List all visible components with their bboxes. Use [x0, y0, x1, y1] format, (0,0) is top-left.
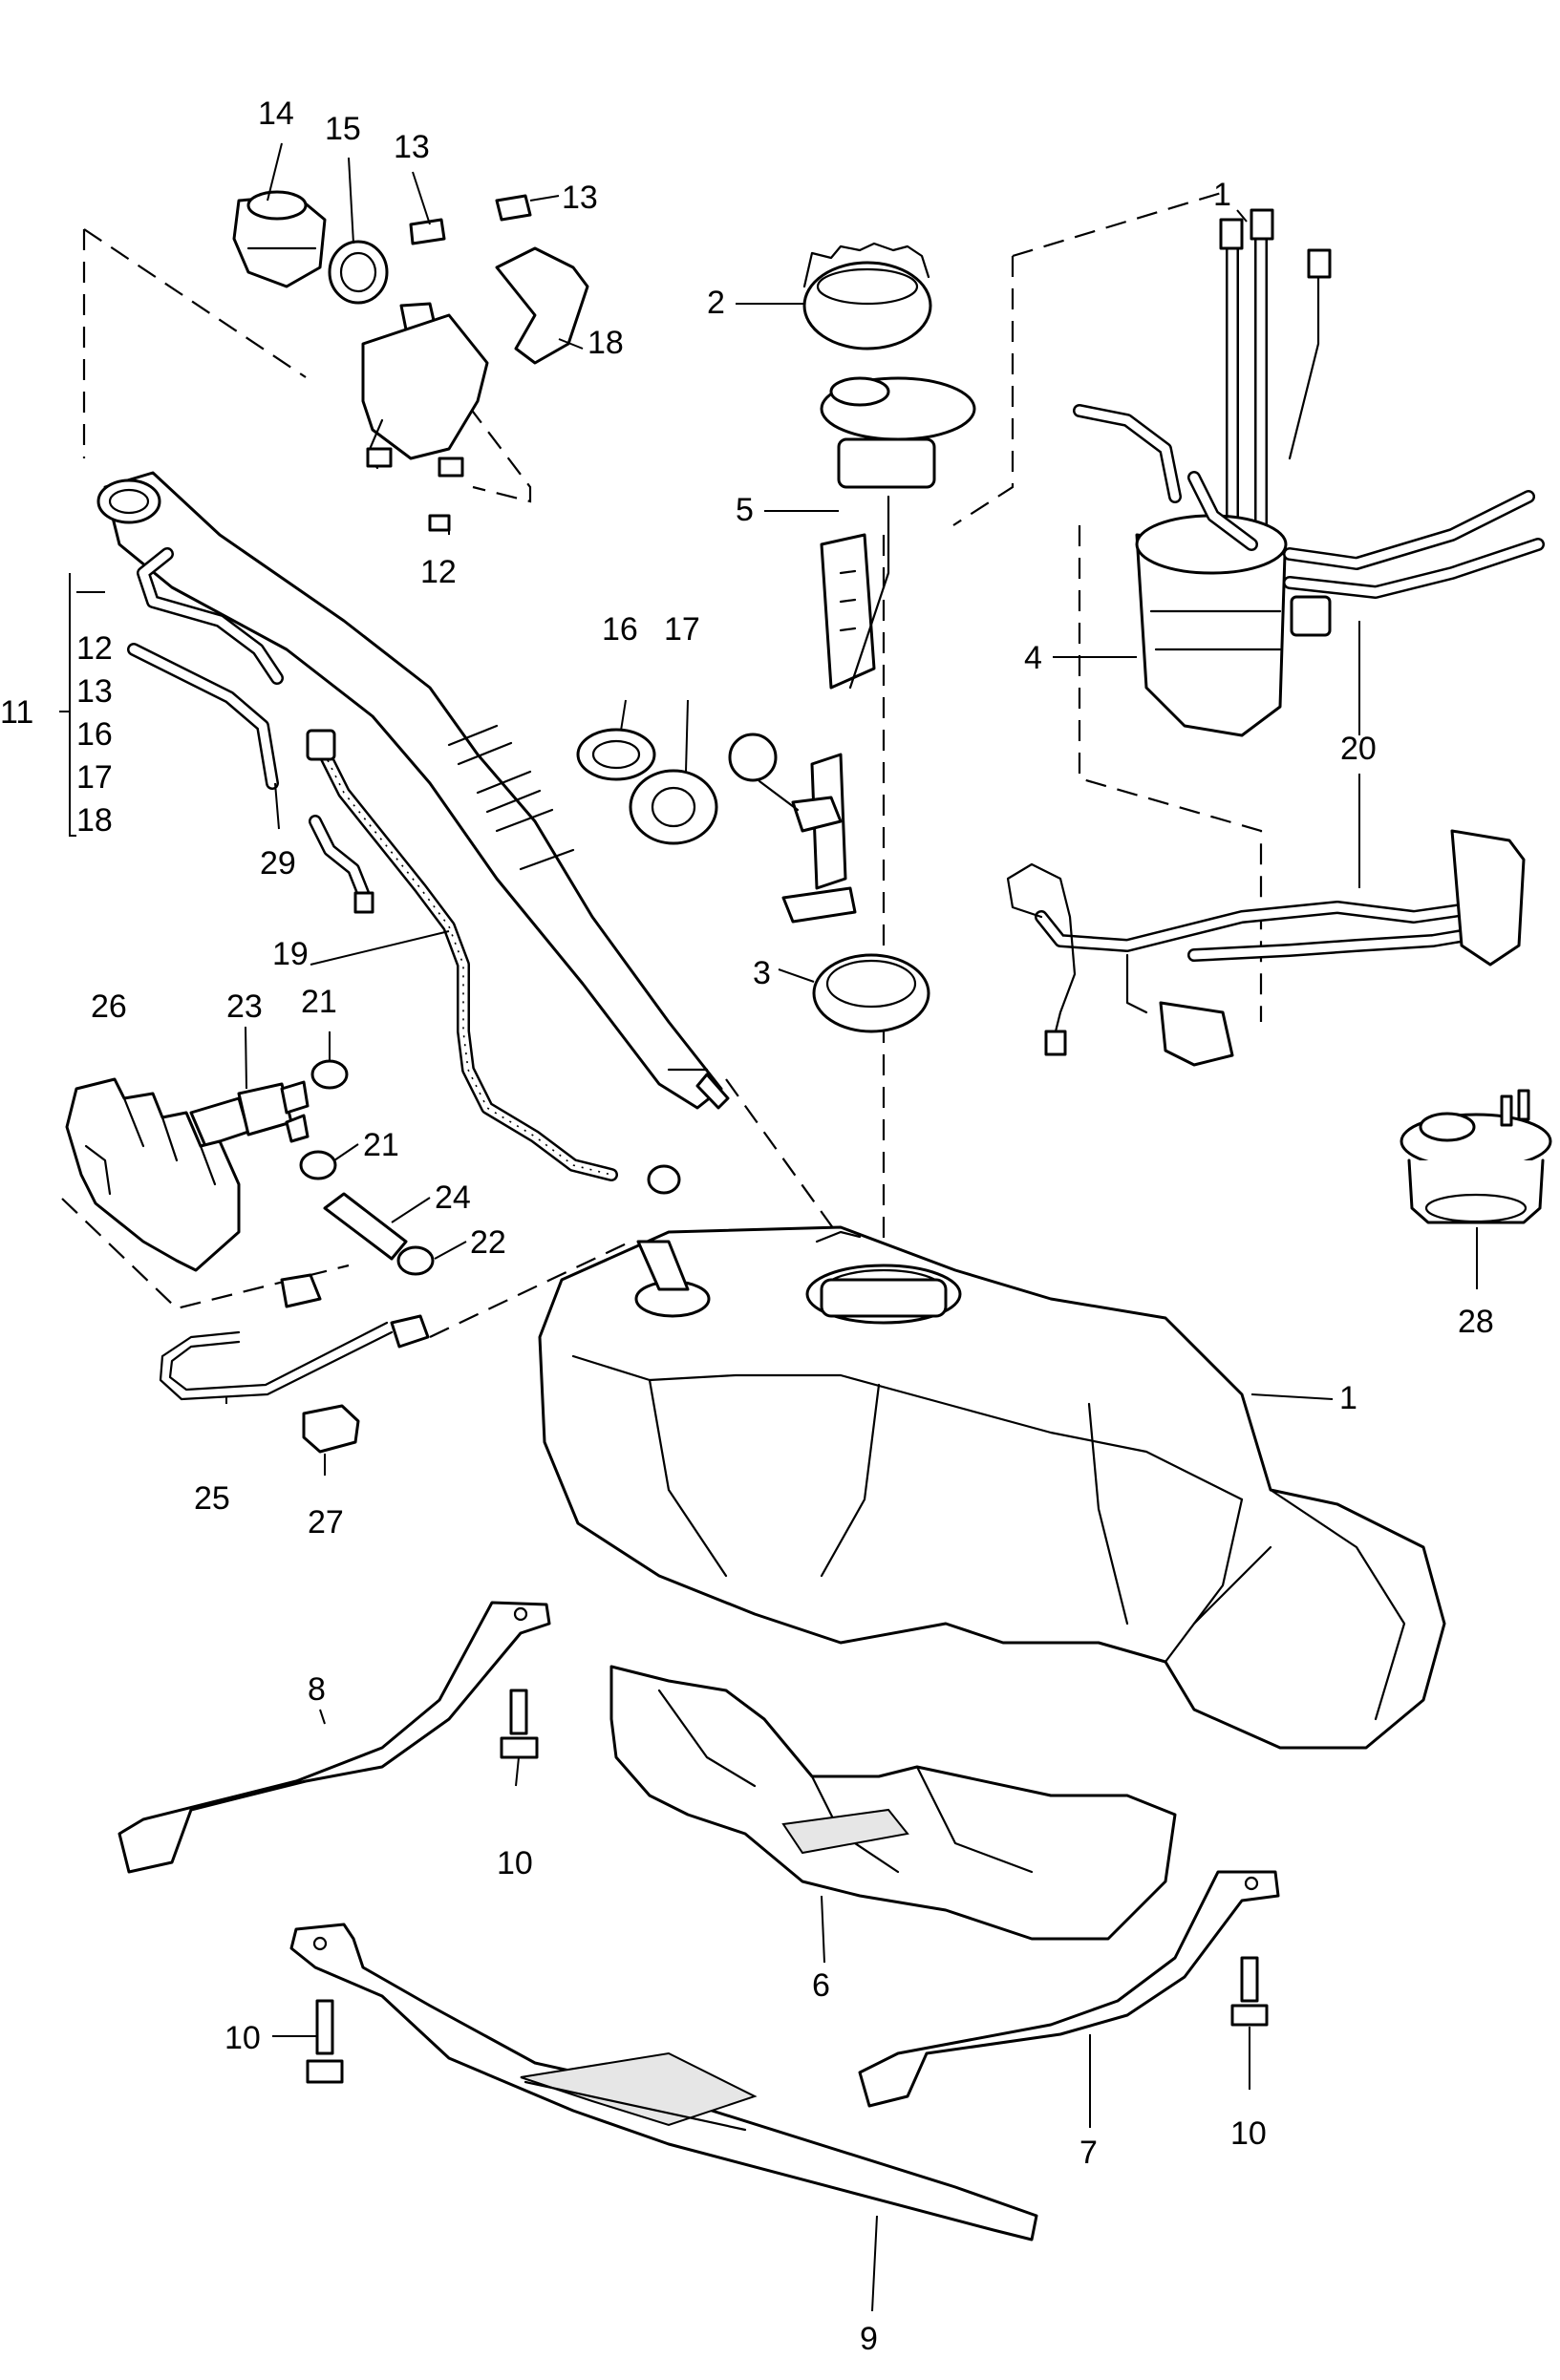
- fuel-tank: [538, 1225, 1446, 1750]
- callout-9: 9: [860, 2321, 878, 2357]
- callout-17: 17: [664, 611, 700, 648]
- filler-neck: [96, 471, 730, 1110]
- filler-housing-group: [232, 190, 589, 532]
- tank-strap-7: [858, 1870, 1280, 2108]
- callout-1-top: 1: [1213, 177, 1231, 213]
- callout-20: 20: [1340, 731, 1377, 767]
- callout-12: 12: [420, 554, 457, 590]
- callout-3: 3: [753, 955, 771, 991]
- hose-29: [127, 643, 374, 914]
- callout-21-b: 21: [363, 1127, 399, 1163]
- tank-strap-8: [118, 1601, 551, 1874]
- valve-and-fittings-group: [65, 1059, 435, 1454]
- callout-8: 8: [308, 1671, 326, 1708]
- pump-module-28: [1400, 1089, 1552, 1224]
- heat-shield: [609, 1665, 1177, 1941]
- callout-7: 7: [1079, 2135, 1098, 2171]
- callout-13-b: 13: [562, 180, 598, 216]
- callout-13-a: 13: [394, 129, 430, 165]
- callout-14: 14: [258, 96, 294, 132]
- callout-21-a: 21: [301, 984, 337, 1020]
- fuel-pump-unit: [1073, 208, 1545, 737]
- callout-22: 22: [470, 1224, 506, 1261]
- group-11-item-1: 12: [76, 630, 113, 667]
- callout-6: 6: [812, 1967, 830, 2004]
- group-11-item-4: 17: [76, 759, 113, 796]
- wiring-harness: [1006, 829, 1526, 1067]
- callout-16: 16: [602, 611, 638, 648]
- callout-18: 18: [588, 325, 624, 361]
- group-11-item-3: 16: [76, 716, 113, 753]
- callouts: 14 15 13 13 18 12 2 5 16 17 3 1 4 20 28 …: [0, 96, 1494, 2357]
- corrugated-hose-19: [306, 729, 681, 1195]
- group-11-item-5: 18: [76, 802, 113, 839]
- tank-strap-9: [289, 1923, 1038, 2242]
- callout-1-tank: 1: [1339, 1380, 1357, 1416]
- callout-10-a: 10: [497, 1845, 533, 1881]
- callout-29: 29: [260, 845, 296, 882]
- callout-28: 28: [1458, 1304, 1494, 1340]
- callout-27: 27: [308, 1504, 344, 1541]
- callout-2: 2: [707, 285, 725, 321]
- sender-unit-group: [576, 242, 976, 1033]
- callout-11: 11: [0, 694, 33, 731]
- callout-15: 15: [325, 111, 361, 147]
- group-11-item-2: 13: [76, 673, 113, 710]
- callout-10-b: 10: [224, 2020, 261, 2056]
- leader-lines: [59, 142, 1478, 2312]
- callout-5: 5: [736, 492, 754, 528]
- callout-24: 24: [435, 1179, 471, 1216]
- callout-25: 25: [194, 1480, 230, 1517]
- callout-23: 23: [226, 988, 263, 1025]
- callout-26: 26: [91, 988, 127, 1025]
- callout-10-c: 10: [1230, 2115, 1267, 2152]
- callout-19: 19: [272, 936, 309, 972]
- callout-4: 4: [1024, 640, 1042, 676]
